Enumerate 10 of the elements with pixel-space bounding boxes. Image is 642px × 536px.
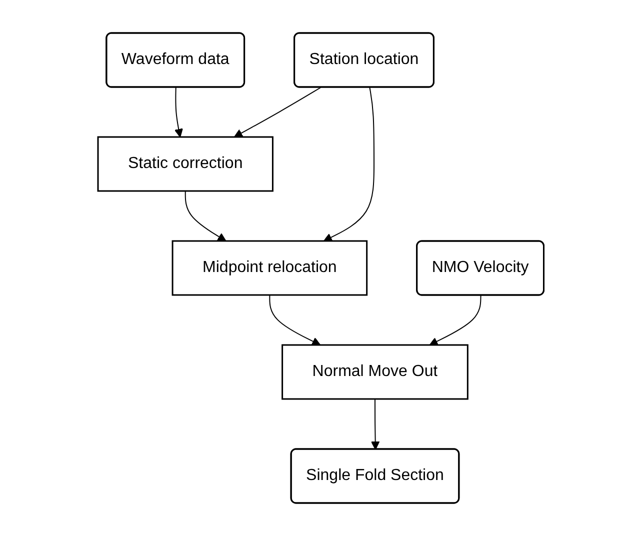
node-box: Midpoint relocation (172, 240, 368, 296)
node-box: Normal Move Out (282, 344, 469, 400)
arrow (174, 87, 184, 138)
arrow (269, 294, 321, 346)
arrow (184, 190, 226, 242)
arrow (234, 87, 322, 138)
arrow (429, 295, 482, 346)
arrow (371, 398, 380, 450)
node-box: Static correction (97, 136, 274, 192)
arrow (324, 87, 375, 242)
